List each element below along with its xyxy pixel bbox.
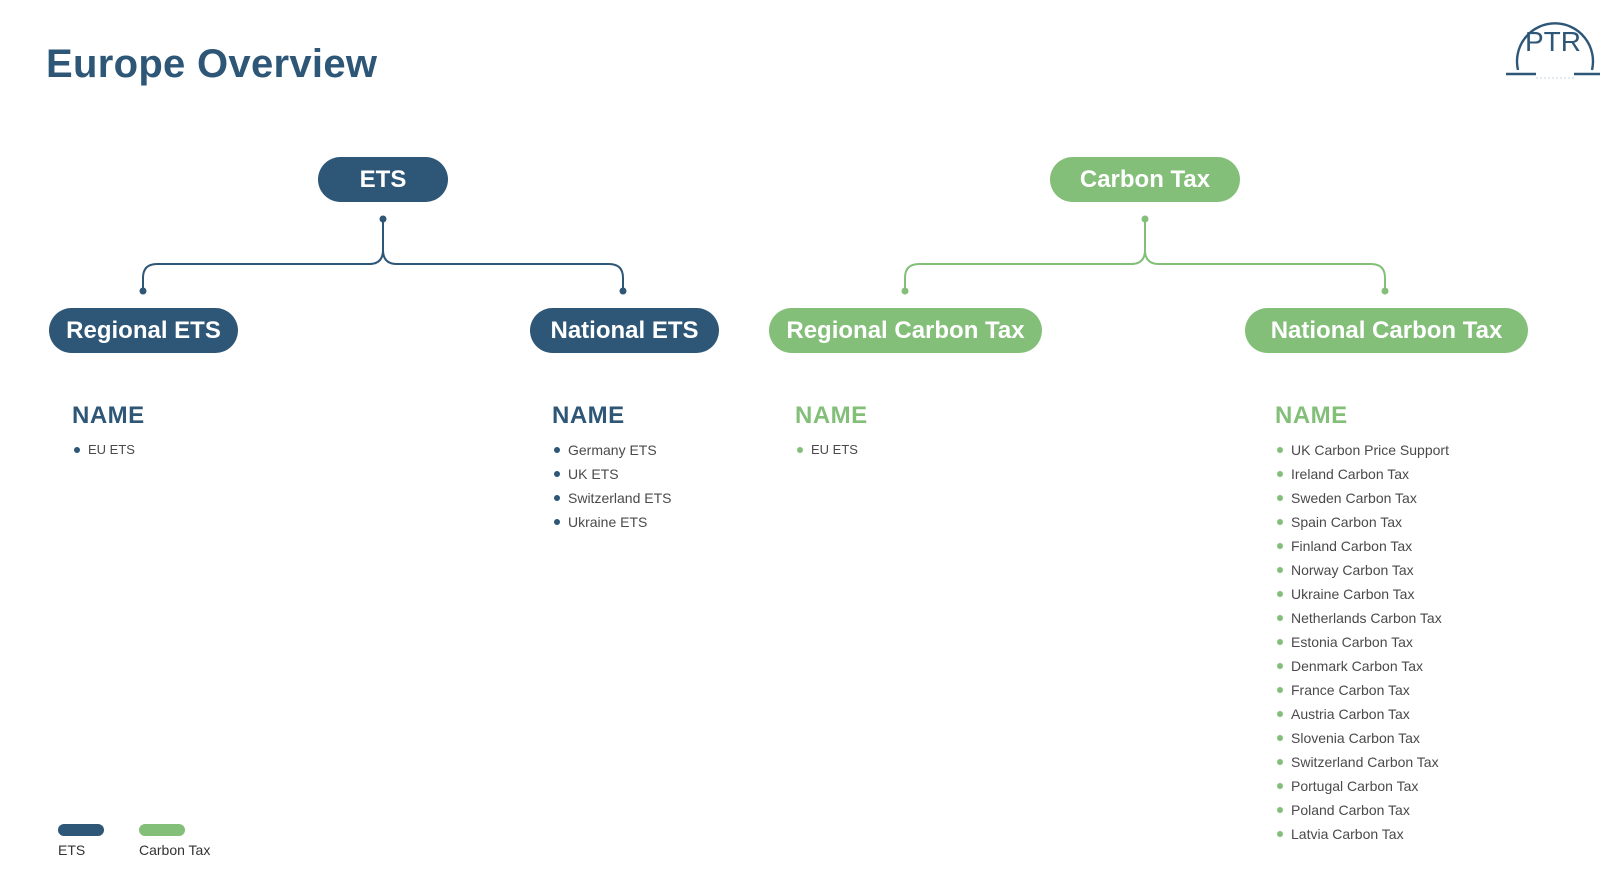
list-heading: NAME: [795, 402, 868, 429]
list-item: Estonia Carbon Tax: [1275, 630, 1449, 654]
list-item: Germany ETS: [552, 438, 671, 462]
legend-ets: ETS: [58, 824, 104, 858]
list-item: Austria Carbon Tax: [1275, 702, 1449, 726]
legend-ets-swatch: [58, 824, 104, 836]
regional-carbon-tax-node: Regional Carbon Tax: [769, 308, 1042, 353]
list-item: Latvia Carbon Tax: [1275, 822, 1449, 846]
list-item: Slovenia Carbon Tax: [1275, 726, 1449, 750]
list-item: Norway Carbon Tax: [1275, 558, 1449, 582]
list-item: UK ETS: [552, 462, 671, 486]
legend-ets-label: ETS: [58, 842, 86, 858]
list-item: EU ETS: [72, 438, 145, 462]
regional-carbon-tax-list: NAME EU ETS: [795, 402, 868, 462]
list-item: Ukraine ETS: [552, 510, 671, 534]
ets-connector: [142, 219, 624, 291]
list-item: Netherlands Carbon Tax: [1275, 606, 1449, 630]
legend-carbon-tax: Carbon Tax: [139, 824, 210, 858]
list-heading: NAME: [552, 402, 625, 429]
list-item: Poland Carbon Tax: [1275, 798, 1449, 822]
list-item: UK Carbon Price Support: [1275, 438, 1449, 462]
national-ets-node: National ETS: [530, 308, 719, 353]
carbon-tax-connector: [904, 219, 1386, 291]
regional-ets-list: NAME EU ETS: [72, 402, 145, 462]
list-item: Spain Carbon Tax: [1275, 510, 1449, 534]
list-item: Ireland Carbon Tax: [1275, 462, 1449, 486]
list-item: EU ETS: [795, 438, 868, 462]
list-item: Portugal Carbon Tax: [1275, 774, 1449, 798]
list-item: Switzerland Carbon Tax: [1275, 750, 1449, 774]
list-item: France Carbon Tax: [1275, 678, 1449, 702]
list-item: Finland Carbon Tax: [1275, 534, 1449, 558]
list-item: Denmark Carbon Tax: [1275, 654, 1449, 678]
ptr-logo: PTR: [1506, 22, 1600, 79]
national-carbon-tax-node: National Carbon Tax: [1245, 308, 1528, 353]
legend-carbon-tax-label: Carbon Tax: [139, 842, 211, 858]
list-heading: NAME: [1275, 402, 1348, 429]
ets-root-node: ETS: [318, 157, 448, 202]
page-title: Europe Overview: [46, 42, 378, 86]
carbon-tax-root-node: Carbon Tax: [1050, 157, 1240, 202]
list-item: Sweden Carbon Tax: [1275, 486, 1449, 510]
list-item: Switzerland ETS: [552, 486, 671, 510]
regional-ets-node: Regional ETS: [49, 308, 238, 353]
legend-carbon-tax-swatch: [139, 824, 185, 836]
list-item: Ukraine Carbon Tax: [1275, 582, 1449, 606]
list-heading: NAME: [72, 402, 145, 429]
logo-text: PTR: [1525, 26, 1581, 57]
